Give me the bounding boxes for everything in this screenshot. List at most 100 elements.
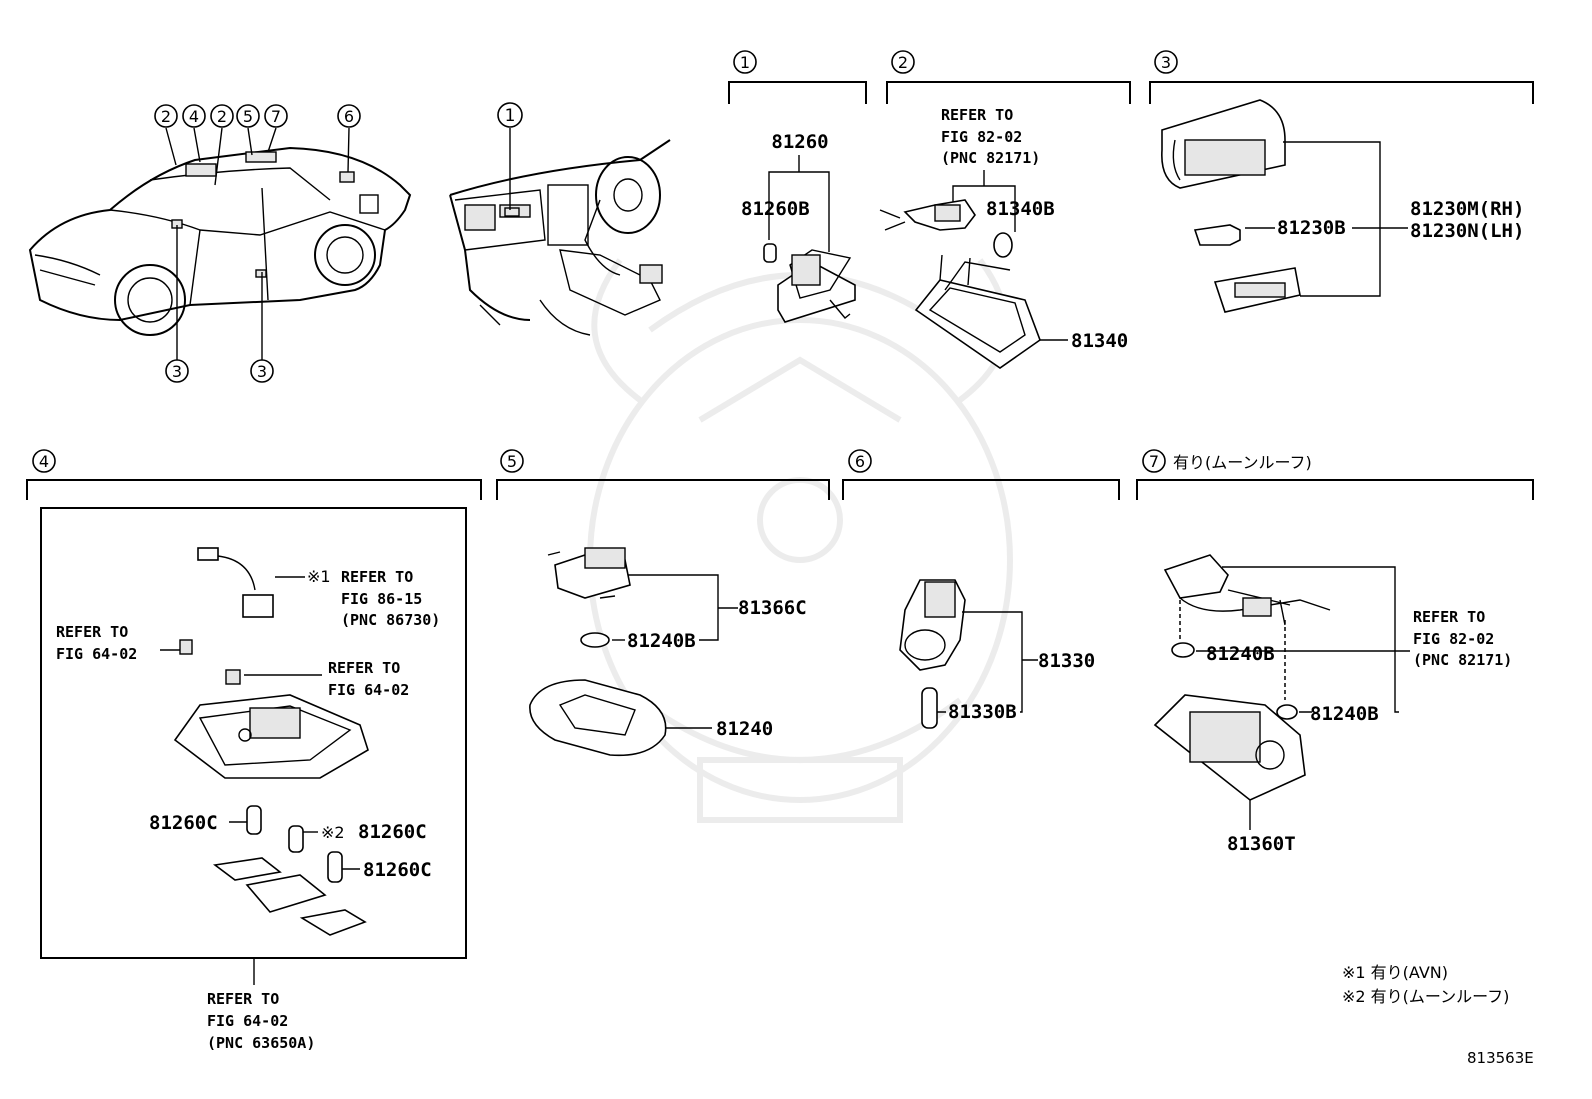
label-81260c-2: 81260C (358, 821, 427, 843)
car-overview (28, 127, 412, 360)
car-callout-label: 7 (271, 107, 281, 126)
bulb-81260c-1 (246, 805, 262, 835)
lens-81240 (529, 679, 667, 757)
ref-4d-line3: (PNC 63650A) (207, 1034, 315, 1052)
ref-7-line2: FIG 82-02 (1413, 630, 1494, 648)
section-4-header: 4 (26, 449, 482, 500)
label-81330: 81330 (1038, 650, 1095, 672)
lens-1 (212, 857, 282, 881)
section-7-parts: 81240B 81240B REFER TO FIG 82-02 (PNC 82… (1153, 554, 1512, 855)
lens-2 (245, 874, 327, 913)
car-callout-label: 5 (243, 107, 253, 126)
label-81340b: 81340B (986, 198, 1055, 220)
section-6-header: 6 (842, 449, 1120, 500)
section-1-parts: 81260 81260B (741, 131, 856, 323)
ref-4a-line2: FIG 86-15 (341, 590, 422, 608)
label-81230b: 81230B (1277, 217, 1346, 239)
bulb-81240b-5 (580, 632, 610, 648)
section-6-parts: 81330 81330B (899, 579, 1095, 729)
section-6-num: 6 (855, 452, 865, 471)
label-81240: 81240 (716, 718, 773, 740)
connector-body (242, 594, 274, 618)
car-callout-circle (264, 104, 288, 128)
label-81240b-7b: 81240B (1310, 703, 1379, 725)
section-5-parts: 81366C 81240B 81240 (529, 547, 807, 757)
ref-4d-line1: REFER TO (207, 990, 279, 1008)
label-81240b-7a: 81240B (1206, 643, 1275, 665)
bulb-81240b-7b (1276, 704, 1298, 720)
footnotes: ※1 有り(AVN) ※2 有り(ムーンルーフ) 813563E (1342, 963, 1534, 1067)
label-81260: 81260 (771, 131, 828, 153)
bulb-81330b (921, 687, 938, 729)
ref-4b-line1: REFER TO (56, 623, 128, 641)
bulb-81260b (763, 243, 777, 263)
car-callout-label: 6 (344, 107, 354, 126)
bulb-81260c-2 (288, 825, 304, 853)
ref-4c-line1: REFER TO (328, 659, 400, 677)
label-81366c: 81366C (738, 597, 807, 619)
car-callout-circle (250, 359, 274, 383)
ref-4a-line1: REFER TO (341, 568, 413, 586)
label-81260c-1: 81260C (149, 812, 218, 834)
dashboard-overview (449, 128, 671, 336)
ref-4d-line2: FIG 64-02 (207, 1012, 288, 1030)
dash-callout-label: 1 (505, 106, 516, 126)
car-callout-circle (337, 104, 361, 128)
label-81330b: 81330B (948, 701, 1017, 723)
mark-1-inline: ※1 (307, 567, 331, 586)
connector-plug (197, 547, 219, 561)
section-3-num: 3 (1161, 53, 1171, 72)
label-81230n: 81230N(LH) (1410, 220, 1524, 242)
ref-4a-line3: (PNC 86730) (341, 611, 440, 629)
car-callout-label: 3 (257, 362, 267, 381)
section-3-header: 3 (1149, 50, 1534, 104)
label-81240b-5: 81240B (627, 630, 696, 652)
ref-2-line1: REFER TO (941, 106, 1013, 124)
label-81230m: 81230M(RH) (1410, 198, 1524, 220)
label-81340: 81340 (1071, 330, 1128, 352)
section-1-num: 1 (740, 53, 750, 72)
bulb-81240b-7a (1171, 642, 1195, 658)
section-4-parts: ※1 REFER TO FIG 86-15 (PNC 86730) REFER … (40, 507, 467, 1052)
section-4-num: 4 (39, 452, 49, 471)
watermark-emblem (587, 258, 1013, 823)
harness-connector (1163, 554, 1229, 599)
ref-7-line3: (PNC 82171) (1413, 651, 1512, 669)
ref-4b-line2: FIG 64-02 (56, 645, 137, 663)
car-callout-circle (236, 104, 260, 128)
bulb-81230b (1193, 224, 1241, 246)
section-7-num: 7 (1149, 452, 1159, 471)
car-callout-label: 3 (172, 362, 182, 381)
section-5-header: 5 (496, 449, 830, 500)
mark-2-inline: ※2 (321, 823, 345, 842)
car-callout-label: 2 (161, 107, 171, 126)
label-81260c-3: 81260C (363, 859, 432, 881)
car-callout-label: 4 (189, 107, 199, 126)
section-2-header: 2 (886, 50, 1131, 104)
footnote-1: ※1 有り(AVN) (1342, 963, 1448, 982)
label-81260b: 81260B (741, 198, 810, 220)
footnote-2: ※2 有り(ムーンルーフ) (1342, 987, 1509, 1006)
dash-callout: 1 (497, 102, 523, 128)
section-5-num: 5 (507, 452, 517, 471)
figure-code: 813563E (1467, 1049, 1534, 1067)
section-2-parts: REFER TO FIG 82-02 (PNC 82171) 81340B 81… (879, 106, 1128, 369)
section-1-header: 1 (728, 50, 867, 104)
ref-4c-line2: FIG 64-02 (328, 681, 409, 699)
car-callout-circle (182, 104, 206, 128)
car-callout-circle (165, 359, 189, 383)
section-7-label: 有り(ムーンルーフ) (1173, 453, 1312, 472)
section-headers: 1 2 3 4 5 6 7 (26, 50, 1534, 500)
bulb-81340b (993, 232, 1013, 258)
bulb-81260c-3 (327, 851, 343, 883)
ref-2-line2: FIG 82-02 (941, 128, 1022, 146)
label-81360t: 81360T (1227, 833, 1296, 855)
car-callout-circle (154, 104, 178, 128)
section-7-header: 7 有り(ムーンルーフ) (1136, 449, 1534, 500)
car-callout-label: 2 (217, 107, 227, 126)
ref-7-line1: REFER TO (1413, 608, 1485, 626)
section-3-parts: 81230B 81230M(RH) 81230N(LH) (1161, 99, 1524, 313)
car-callout-circle (210, 104, 234, 128)
